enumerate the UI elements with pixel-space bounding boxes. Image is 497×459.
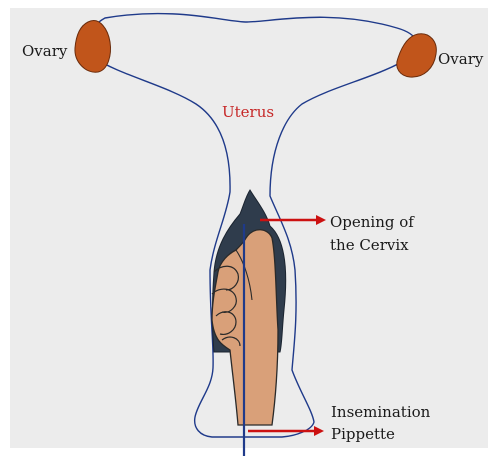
cervix-arrow: [260, 215, 326, 225]
pipette-arrow: [248, 426, 324, 436]
left-ovary: [75, 21, 111, 73]
pipette-label-line2: Pippette: [331, 423, 430, 445]
cervix-label: Opening of the Cervix: [330, 211, 414, 257]
right-ovary-label: Ovary: [438, 50, 483, 68]
uterus-label: Uterus: [222, 103, 274, 121]
cervix-label-line1: Opening of: [330, 211, 414, 234]
right-ovary: [397, 34, 437, 77]
left-ovary-label: Ovary: [22, 42, 67, 60]
pipette-label: Insemination Pippette: [331, 401, 430, 445]
pipette-label-line1: Insemination: [331, 401, 430, 423]
cervix-label-line2: the Cervix: [330, 234, 414, 257]
